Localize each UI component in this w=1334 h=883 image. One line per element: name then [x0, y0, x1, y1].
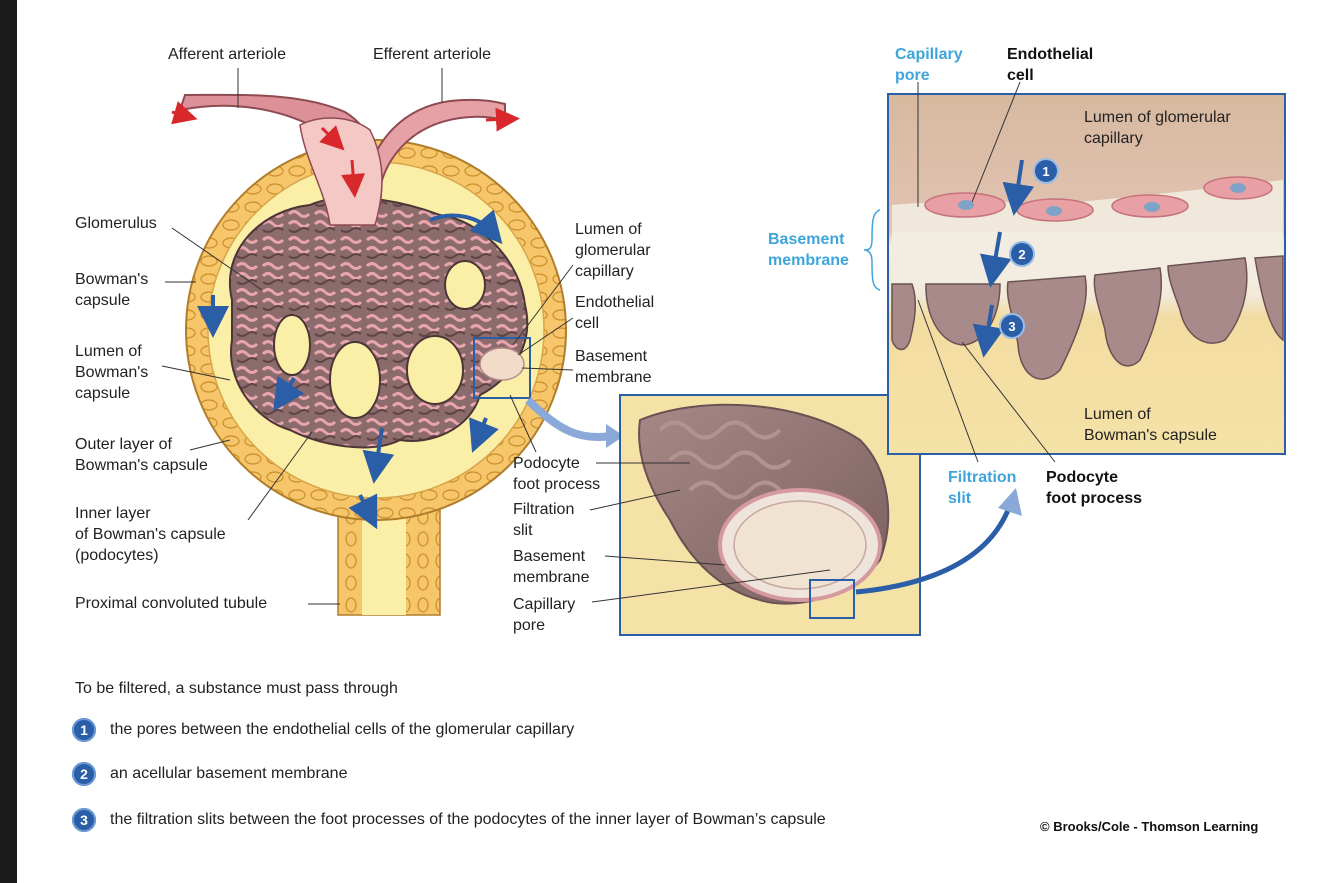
label-afferent-arteriole: Afferent arteriole [168, 46, 286, 63]
steps-intro: To be filtered, a substance must pass th… [75, 680, 398, 697]
basement-membrane-brace [863, 209, 881, 291]
filtrate-flow-arrow [429, 209, 503, 245]
left-window-edge [0, 0, 17, 883]
label-lumen-of-bowmans-capsule: Lumen of Bowman's capsule [75, 343, 149, 402]
label-inner-layer-bowmans-capsule: Inner layer of Bowman's capsule (podocyt… [75, 505, 226, 564]
capillary-section-inset [619, 394, 921, 636]
step-item-1: 1 the pores between the endothelial cell… [72, 718, 574, 742]
label-efferent-arteriole: Efferent arteriole [373, 46, 491, 63]
zoom-arrow-to-filtration-membrane [855, 504, 1013, 595]
filtrate-flow-arrow [469, 417, 499, 453]
inset-label-filtration-slit: Filtration slit [948, 469, 1017, 507]
leader-lines [161, 68, 1056, 605]
step-text: an acellular basement membrane [110, 765, 348, 782]
svg-text:2: 2 [1018, 247, 1025, 262]
filtrate-flow-arrow [348, 493, 378, 530]
step-text: the pores between the endothelial cells … [110, 721, 575, 738]
svg-text:3: 3 [1008, 319, 1015, 334]
glomerulus-gap [406, 335, 464, 405]
blood-flow-arrow [341, 159, 366, 198]
glomerulus-gap [273, 314, 311, 376]
copyright-notice: © Brooks/Cole - Thomson Learning [1040, 819, 1259, 834]
label-glomerulus: Glomerulus [75, 215, 157, 232]
inset-label-lumen-bowmans-capsule: Lumen of Bowman's capsule [1084, 406, 1217, 444]
label-outer-layer-bowmans-capsule: Outer layer of Bowman's capsule [75, 436, 208, 474]
bowmans-capsule-illustration [171, 93, 567, 616]
filtration-membrane-inset: 1 2 3 [887, 93, 1286, 455]
filtration-step-1-arrow [1002, 159, 1035, 216]
blood-flow-arrow-out [485, 107, 520, 132]
glomerulus-gap [444, 260, 486, 310]
label-endothelial-cell: Endothelial cell [575, 294, 655, 332]
label-podocyte-foot-process: Podocyte foot process [513, 455, 601, 493]
blood-flow-arrow [319, 125, 345, 151]
svg-text:1: 1 [1042, 164, 1049, 179]
filtrate-flow-arrow [362, 427, 395, 484]
label-lumen-of-glomerular-capillary: Lumen of glomerular capillary [575, 221, 651, 280]
zoom-arrow-to-capillary [525, 397, 613, 441]
filtration-step-2-arrow [979, 231, 1012, 288]
step-item-3: 3 the filtration slits between the foot … [72, 808, 826, 832]
podocyte-foot-processes [891, 255, 1284, 380]
step-1-badge: 1 [1033, 158, 1059, 184]
blood-flow-arrow-in [171, 101, 198, 125]
label-filtration-slit: Filtration slit [513, 501, 575, 539]
label-bowmans-capsule: Bowman's capsule [75, 271, 149, 309]
step-number-badge: 2 [72, 762, 96, 786]
efferent-arteriole [360, 99, 506, 201]
filtration-step-3-arrow [972, 304, 1005, 358]
step-2-badge: 2 [1009, 241, 1035, 267]
glomerulus-gap [329, 341, 381, 419]
step-item-2: 2 an acellular basement membrane [72, 762, 347, 786]
inset-label-endothelial-cell: Endothelial cell [1007, 46, 1094, 84]
zoom-box-capillary-pore [809, 579, 855, 619]
filtrate-flow-arrow [273, 375, 305, 412]
step-text: the filtration slits between the foot pr… [110, 811, 826, 828]
label-basement-membrane: Basement membrane [575, 348, 652, 386]
label-proximal-convoluted-tubule: Proximal convoluted tubule [75, 595, 268, 612]
inset-label-podocyte-foot-process: Podocyte foot process [1046, 469, 1143, 507]
label-capillary-pore: Capillary pore [513, 596, 576, 634]
inset-label-basement-membrane: Basement membrane [768, 231, 849, 269]
label-basement-membrane-2: Basement membrane [513, 548, 590, 586]
step-number-badge: 1 [72, 718, 96, 742]
inset-label-capillary-pore: Capillary pore [895, 46, 963, 84]
step-3-badge: 3 [999, 313, 1025, 339]
step-number-badge: 3 [72, 808, 96, 832]
inset-label-lumen-glomerular-capillary: Lumen of glomerular capillary [1084, 109, 1231, 147]
